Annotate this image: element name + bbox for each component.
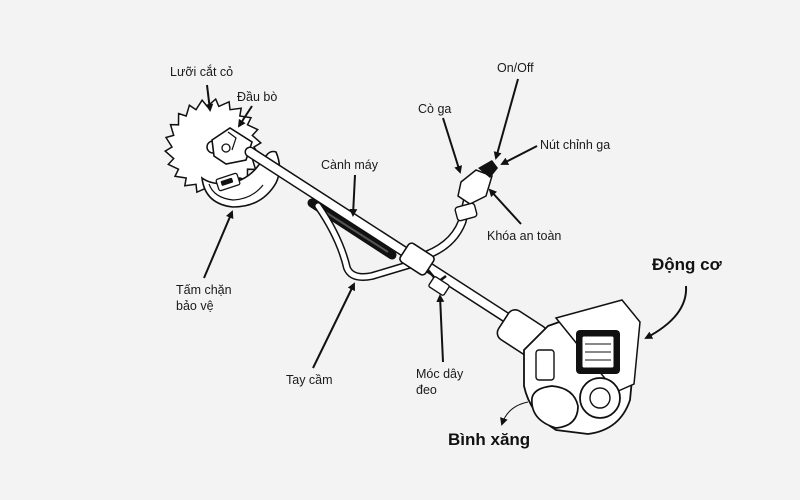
label-handle: Tay cầm: [286, 373, 333, 387]
label-fuel-tank: Bình xăng: [448, 430, 531, 449]
label-gear-head: Đầu bò: [237, 90, 278, 104]
handlebar: [413, 160, 498, 263]
label-strap-hook-line1: Móc dây: [416, 367, 464, 381]
label-on-off: On/Off: [497, 61, 534, 75]
loop-handle: [314, 202, 416, 281]
strap-hook-clamp: [399, 242, 450, 296]
label-trigger: Cò ga: [418, 102, 452, 116]
gear-head: [211, 127, 253, 165]
label-engine: Động cơ: [652, 255, 722, 274]
label-safety-lock: Khóa an toàn: [487, 229, 562, 243]
label-arrows: [203, 78, 688, 426]
label-shaft: Cành máy: [321, 158, 378, 172]
label-throttle-button: Nút chỉnh ga: [540, 138, 611, 152]
label-blade: Lưỡi cắt cỏ: [170, 65, 234, 79]
main-shaft: [244, 146, 544, 344]
label-guard-line1: Tấm chặn: [176, 283, 232, 297]
engine-unit: [496, 299, 641, 435]
label-guard-line2: bảo vệ: [176, 299, 214, 313]
safety-guard: [200, 150, 281, 208]
label-strap-hook-line2: đeo: [416, 383, 437, 397]
